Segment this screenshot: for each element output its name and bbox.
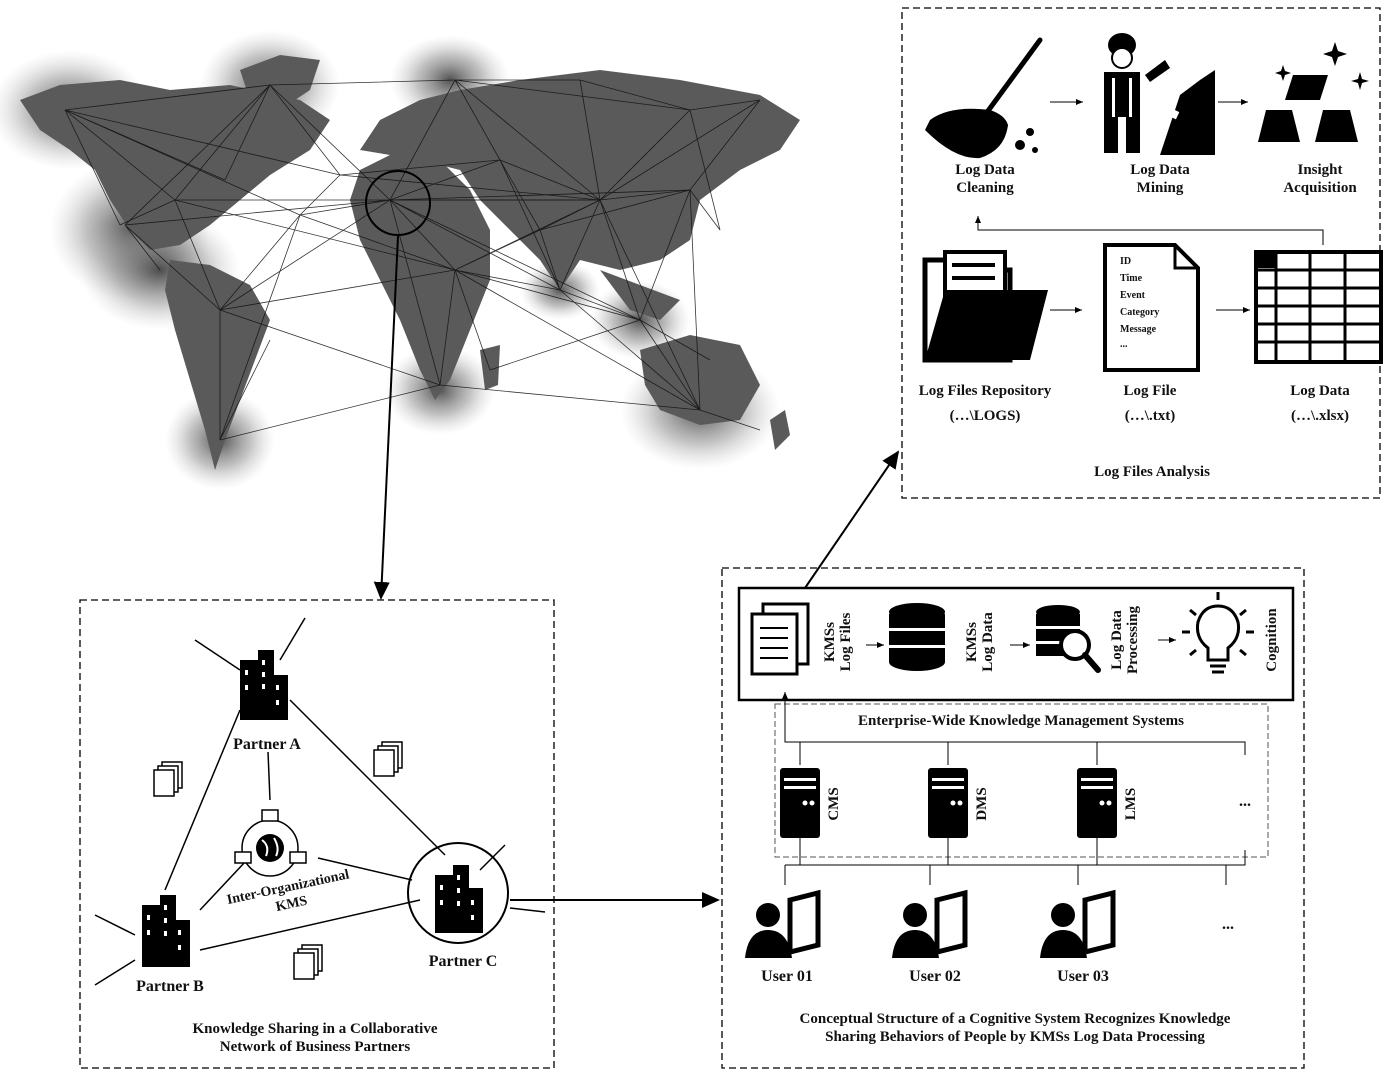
- kms-log-data-label: KMSs Log Data: [964, 612, 996, 672]
- log-files-icon: [750, 602, 810, 676]
- doc-field: Event: [1120, 290, 1145, 301]
- enterprise-kms-box: [774, 703, 1269, 858]
- database-icon: [889, 603, 945, 671]
- log-data-mining-label: Log Data Mining: [1130, 162, 1190, 196]
- cognition-label: Cognition: [1264, 608, 1280, 672]
- partner-c-highlight: [407, 842, 509, 944]
- lightbulb-icon: [1182, 592, 1254, 674]
- lms-server-icon: [1077, 768, 1117, 838]
- user-01-icon: [745, 889, 821, 958]
- lms-label: LMS: [1123, 787, 1139, 821]
- focus-circle: [365, 170, 431, 236]
- doc-field: ID: [1120, 256, 1132, 267]
- doc-field: Time: [1120, 273, 1143, 284]
- documents-icon: [153, 741, 403, 980]
- enterprise-kms-label: Enterprise-Wide Knowledge Management Sys…: [858, 713, 1184, 729]
- log-files-analysis-title: Log Files Analysis: [1094, 464, 1210, 480]
- dms-server-icon: [928, 768, 968, 838]
- log-file-label: Log File: [1123, 383, 1177, 399]
- broom-icon: [925, 37, 1043, 159]
- partner-c-label: Partner C: [428, 953, 498, 970]
- doc-field: ...: [1120, 339, 1128, 350]
- doc-field: Message: [1120, 324, 1157, 335]
- kms-log-files-label: KMSs Log Files: [822, 612, 854, 672]
- dms-label: DMS: [974, 787, 990, 821]
- partner-c-building-icon: [435, 865, 483, 933]
- log-data-processing-label: Log Data Processing: [1109, 605, 1141, 675]
- gold-bars-icon: [1258, 42, 1369, 142]
- log-file-document-icon: [1103, 243, 1200, 372]
- folder-icon: [922, 250, 1048, 363]
- miner-icon: [1104, 33, 1215, 155]
- more-systems-ellipsis: ...: [1239, 793, 1251, 810]
- user-01-label: User 01: [761, 968, 813, 985]
- user-03-label: User 03: [1057, 968, 1109, 985]
- world-map: [0, 30, 800, 490]
- cms-server-icon: [780, 768, 820, 838]
- partners-panel-title: Knowledge Sharing in a Collaborative Net…: [192, 1021, 438, 1055]
- partner-a-label: Partner A: [233, 736, 301, 753]
- log-data-cleaning-label: Log Data Cleaning: [955, 162, 1015, 196]
- cognitive-panel-title: Conceptual Structure of a Cognitive Syst…: [799, 1011, 1231, 1045]
- user-03-icon: [1040, 889, 1116, 958]
- cognition-pipeline-box: [737, 586, 1295, 702]
- partner-b-label: Partner B: [136, 978, 204, 995]
- log-data-path: (…\.xlsx): [1291, 408, 1349, 424]
- user-02-icon: [892, 889, 968, 958]
- doc-field: Category: [1120, 307, 1160, 318]
- globe-network-icon: [234, 809, 307, 877]
- database-search-icon: [1036, 605, 1101, 673]
- cms-label: CMS: [826, 787, 842, 821]
- log-file-path: (…\.txt): [1124, 408, 1176, 424]
- partners-panel: [79, 599, 555, 1069]
- insight-acquisition-label: Insight Acquisition: [1283, 162, 1357, 196]
- partner-a-building-icon: [240, 650, 288, 720]
- cognitive-panel: [721, 567, 1305, 1069]
- log-files-repository-path: (…\LOGS): [949, 408, 1021, 424]
- partner-b-building-icon: [142, 895, 190, 967]
- log-files-repository-label: Log Files Repository: [918, 383, 1052, 399]
- spreadsheet-icon: [1254, 250, 1383, 364]
- more-users-ellipsis: ...: [1222, 916, 1234, 933]
- user-02-label: User 02: [909, 968, 961, 985]
- log-data-label: Log Data: [1290, 383, 1350, 399]
